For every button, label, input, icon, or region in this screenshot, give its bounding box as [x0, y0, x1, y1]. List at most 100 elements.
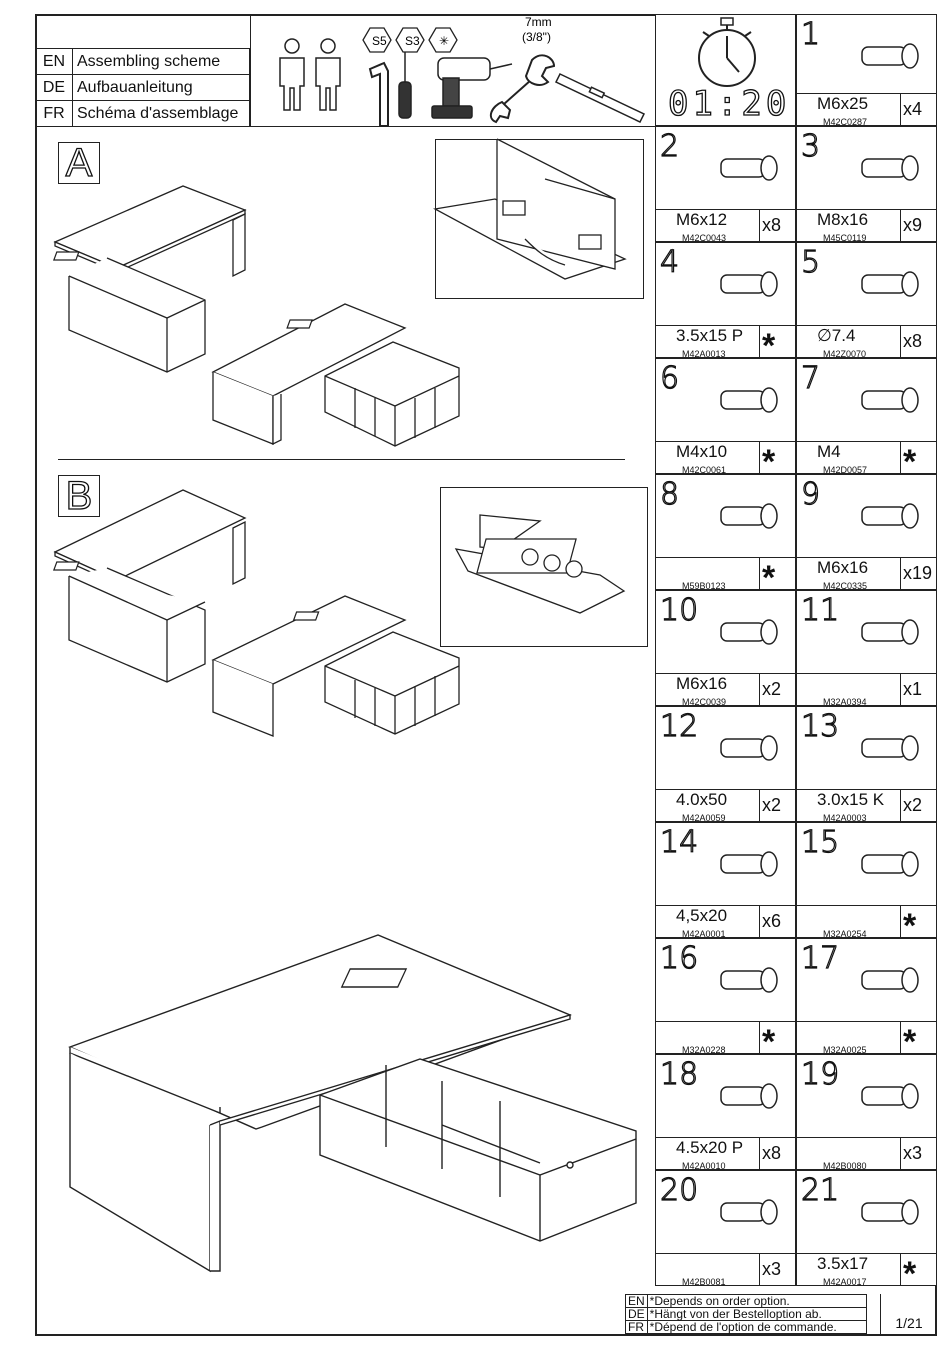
drill-icon — [431, 57, 513, 119]
qty-divider — [759, 209, 760, 241]
part-21-icon — [861, 1199, 919, 1225]
qty-divider — [759, 557, 760, 589]
part-4-icon — [720, 271, 778, 297]
part-code: M42A0010 — [682, 1161, 726, 1171]
part-code: M32A0254 — [823, 929, 867, 939]
part-number: 8 — [659, 476, 680, 512]
part-code: M42A0003 — [823, 813, 867, 823]
part-number: 4 — [659, 244, 680, 280]
part-quantity: x8 — [762, 215, 782, 235]
person-icon — [279, 38, 341, 111]
section-label-b: B — [58, 475, 100, 517]
part-quantity: * — [762, 1023, 776, 1061]
part-quantity: x19 — [903, 563, 933, 583]
part-code: M42C0043 — [682, 233, 727, 243]
qty-divider — [900, 1137, 901, 1169]
qty-divider — [900, 557, 901, 589]
part-quantity: * — [762, 559, 776, 597]
part-5-icon — [861, 271, 919, 297]
part-code: M32A0228 — [682, 1045, 726, 1055]
hex-bit-icon — [362, 27, 458, 53]
qty-divider — [759, 789, 760, 821]
title-en: Assembling scheme — [72, 48, 250, 75]
part-number: 21 — [800, 1172, 840, 1208]
desk-drawing-assembled — [68, 934, 637, 1273]
part-number: 12 — [659, 708, 699, 744]
part-quantity: x4 — [903, 99, 923, 119]
part-quantity: x2 — [762, 795, 782, 815]
note-fr: *Dépend de l'option de commande. — [646, 1320, 867, 1334]
detail-inset-b — [440, 487, 648, 647]
title-fr: Schéma d'assemblage — [72, 100, 250, 127]
label-divider — [656, 1021, 795, 1022]
part-size: ∅7.4 — [817, 326, 856, 345]
part-number: 10 — [659, 592, 699, 628]
qty-divider — [900, 441, 901, 473]
part-10-icon — [720, 619, 778, 645]
part-11-icon — [861, 619, 919, 645]
qty-divider — [759, 1021, 760, 1053]
detail-drawing-b — [454, 514, 626, 614]
part-quantity: x8 — [762, 1143, 782, 1163]
part-17-icon — [861, 967, 919, 993]
part-8-icon — [720, 503, 778, 529]
part-number: 1 — [800, 16, 821, 52]
label-divider — [797, 557, 936, 558]
part-number: 9 — [800, 476, 821, 512]
desk-drawing-a — [52, 185, 460, 447]
label-divider — [797, 1253, 936, 1254]
footer-notes: EN*Depends on order option. DE*Hängt von… — [625, 1294, 867, 1334]
lang-code-en: EN — [35, 48, 73, 75]
part-size: 4.5x20 P — [676, 1138, 744, 1157]
part-code: M32A0394 — [823, 697, 867, 707]
qty-divider — [759, 441, 760, 473]
part-quantity: * — [903, 1255, 917, 1293]
part-quantity: x2 — [762, 679, 782, 699]
qty-divider — [900, 1253, 901, 1285]
tools-panel — [250, 14, 656, 127]
part-number: 17 — [800, 940, 840, 976]
section-divider — [58, 459, 625, 460]
allen-key-icon — [368, 61, 389, 127]
part-20-icon — [720, 1199, 778, 1225]
stopwatch-icon — [698, 17, 756, 87]
part-quantity: * — [762, 443, 776, 481]
label-divider — [797, 93, 936, 94]
label-divider — [656, 1137, 795, 1138]
part-quantity: x3 — [903, 1143, 923, 1163]
assembly-time: 01:20 — [667, 83, 791, 124]
part-size: M6x25 — [817, 94, 869, 113]
label-divider — [797, 209, 936, 210]
part-12-icon — [720, 735, 778, 761]
wrench-size-inch: (3/8") — [522, 30, 551, 44]
bit-label-s5: S5 — [372, 34, 387, 48]
part-quantity: * — [762, 327, 776, 365]
part-code: M42B0081 — [682, 1277, 726, 1287]
label-divider — [797, 905, 936, 906]
part-size: 4.0x50 — [676, 790, 728, 809]
section-label-a: A — [58, 142, 100, 184]
part-1-icon — [861, 43, 919, 69]
part-19-icon — [861, 1083, 919, 1109]
part-size: M4 — [817, 442, 841, 461]
part-7-icon — [861, 387, 919, 413]
qty-divider — [900, 1021, 901, 1053]
qty-divider — [759, 1253, 760, 1285]
part-code: M42D0057 — [823, 465, 868, 475]
label-divider — [656, 441, 795, 442]
note-code-de: DE — [625, 1307, 648, 1321]
part-6-icon — [720, 387, 778, 413]
qty-divider — [900, 93, 901, 125]
wrench-icon — [489, 54, 556, 124]
part-2-icon — [720, 155, 778, 181]
